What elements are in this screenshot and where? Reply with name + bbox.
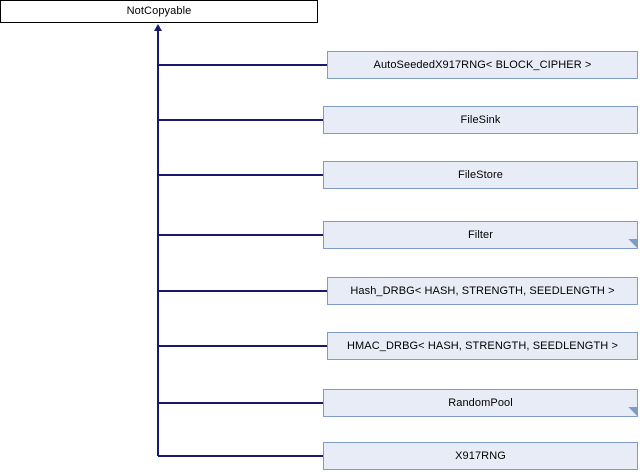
- node-filestore[interactable]: FileStore: [323, 161, 638, 189]
- node-label: FileStore: [458, 168, 503, 181]
- node-hmac_drbg[interactable]: HMAC_DRBG< HASH, STRENGTH, SEEDLENGTH >: [327, 332, 638, 360]
- inheritance-arrowhead-icon: [154, 24, 162, 31]
- node-label: RandomPool: [448, 396, 513, 409]
- node-autoseededx917rng[interactable]: AutoSeededX917RNG< BLOCK_CIPHER >: [327, 51, 638, 79]
- node-label: HMAC_DRBG< HASH, STRENGTH, SEEDLENGTH >: [346, 339, 618, 352]
- node-label: X917RNG: [455, 449, 506, 462]
- node-label: Hash_DRBG< HASH, STRENGTH, SEEDLENGTH >: [350, 284, 615, 297]
- edge-group: [154, 24, 327, 457]
- node-x917rng[interactable]: X917RNG: [323, 442, 638, 470]
- node-filter[interactable]: Filter: [323, 221, 638, 249]
- node-label: AutoSeededX917RNG< BLOCK_CIPHER >: [373, 58, 592, 71]
- node-label: Filter: [467, 228, 494, 241]
- node-label: FileSink: [460, 113, 501, 126]
- node-filesink[interactable]: FileSink: [323, 106, 638, 134]
- collapsed-subtree-corner-icon: [628, 239, 637, 248]
- node-randompool[interactable]: RandomPool: [323, 389, 638, 417]
- node-label: NotCopyable: [126, 5, 192, 17]
- node-notcopyable[interactable]: NotCopyable: [0, 0, 318, 23]
- node-hash_drbg[interactable]: Hash_DRBG< HASH, STRENGTH, SEEDLENGTH >: [327, 277, 638, 305]
- collapsed-subtree-corner-icon: [628, 407, 637, 416]
